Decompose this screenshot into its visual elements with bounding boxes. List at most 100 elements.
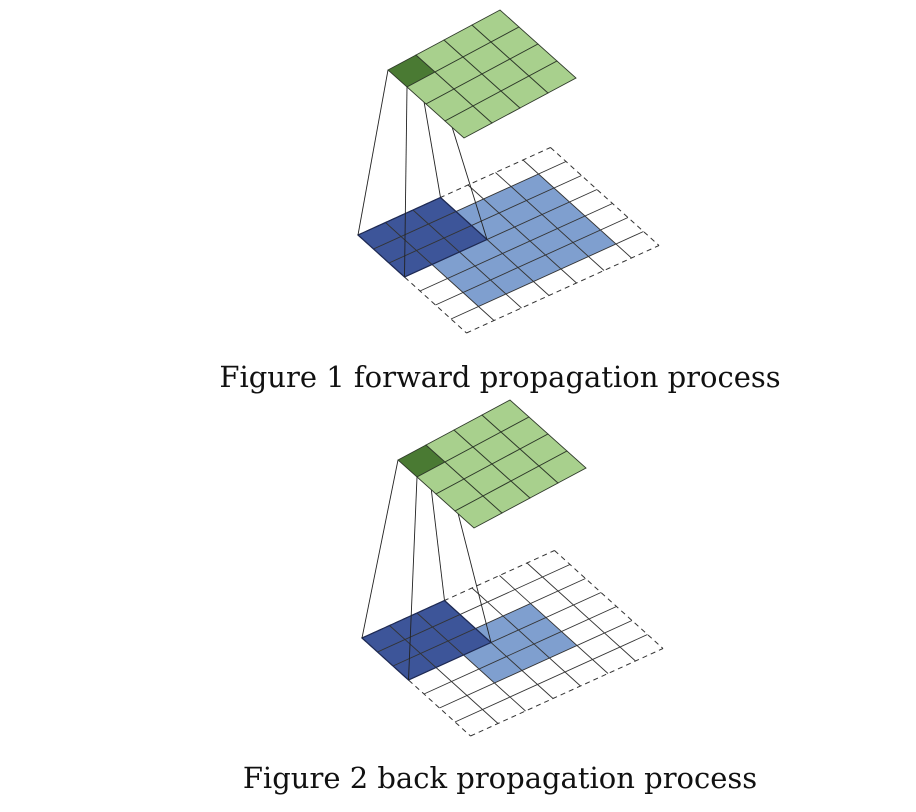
padding-cell — [561, 256, 604, 283]
padding-cell — [408, 667, 452, 694]
padding-cell — [472, 575, 515, 602]
grid-line — [499, 575, 609, 674]
padding-cell — [616, 231, 659, 258]
input-cell — [503, 603, 546, 630]
padding-cell — [494, 670, 538, 697]
input-cell — [490, 267, 534, 294]
input-cell — [491, 630, 534, 657]
output-grid — [397, 399, 587, 529]
grid-line — [471, 587, 581, 687]
padding-cell — [404, 264, 448, 291]
kernel-cell — [389, 250, 432, 277]
input-cell — [456, 199, 499, 226]
output-cell — [528, 60, 577, 94]
padding-cell — [510, 684, 553, 711]
grid-line — [554, 550, 664, 649]
projection-line — [408, 476, 418, 681]
padding-cell — [527, 550, 570, 577]
padding-cell — [478, 294, 522, 321]
input-cell — [573, 230, 616, 257]
grid-line — [361, 637, 471, 737]
padding-cell — [460, 602, 503, 629]
input-cell — [479, 656, 522, 683]
kernel-cell — [393, 653, 436, 680]
input-cell — [526, 188, 570, 215]
kernel-cell — [444, 225, 487, 252]
grid-line — [373, 161, 567, 250]
padding-cell — [451, 669, 495, 696]
padding-cell — [515, 577, 558, 604]
padding-cell — [554, 175, 597, 202]
grid-line — [522, 159, 632, 259]
padding-cell — [565, 659, 608, 686]
input-cell — [475, 253, 518, 280]
kernel-cell — [417, 600, 460, 627]
grid-line — [377, 564, 571, 653]
padding-cell — [522, 658, 565, 685]
padding-cell — [440, 185, 484, 212]
grid-line — [526, 562, 636, 662]
input-cell — [432, 252, 475, 279]
input-cell — [557, 216, 601, 243]
padding-cell — [533, 269, 577, 296]
kernel-cell — [420, 641, 464, 668]
padding-cell — [444, 588, 488, 615]
input-cell — [514, 214, 558, 241]
kernel-cell — [428, 211, 472, 238]
input-cell — [502, 241, 546, 268]
padding-cell — [589, 606, 632, 633]
kernel-cell — [405, 627, 448, 654]
grid-line — [357, 234, 467, 334]
padding-cell — [537, 672, 581, 699]
padding-cell — [467, 683, 510, 710]
grid-line — [388, 175, 582, 264]
padding-cell — [542, 564, 586, 591]
grid-line — [423, 606, 617, 695]
padding-cell — [546, 605, 589, 632]
grid-line — [435, 217, 629, 306]
projection-line — [357, 69, 389, 236]
padding-cell — [482, 697, 526, 724]
projection-line — [404, 86, 408, 278]
input-cell — [483, 186, 527, 213]
projection-line — [361, 459, 399, 639]
padding-cell — [455, 709, 498, 736]
input-cell — [511, 174, 554, 201]
padding-cell — [577, 633, 620, 660]
kernel-cell — [373, 236, 417, 263]
grid-line — [450, 231, 644, 320]
padding-cell — [620, 634, 663, 661]
padding-cell — [569, 189, 613, 216]
kernel-cell — [385, 210, 429, 237]
input-cell — [534, 631, 577, 658]
grid-line — [385, 222, 495, 321]
padding-cell — [561, 619, 605, 646]
padding-cell — [424, 681, 467, 708]
padding-cell — [585, 203, 628, 230]
grid-line — [412, 209, 522, 309]
input-cell — [530, 228, 573, 255]
padding-cell — [538, 161, 582, 188]
padding-cell — [420, 278, 463, 305]
kernel-cell — [358, 222, 401, 249]
grid-line — [454, 634, 648, 723]
input-cell — [459, 239, 503, 266]
input-cell — [542, 202, 585, 229]
padding-cell — [439, 695, 483, 722]
input-cell — [463, 280, 506, 307]
padding-cell — [604, 620, 648, 647]
padding-cell — [558, 578, 601, 605]
input-cell — [475, 616, 519, 643]
figure-2-diagram — [360, 399, 664, 737]
output-grid — [387, 9, 577, 139]
figure-1-diagram — [356, 9, 660, 334]
input-cell — [487, 227, 530, 254]
grid-line — [550, 147, 660, 246]
padding-cell — [523, 147, 566, 174]
padding-cell — [435, 292, 479, 319]
kernel-cell — [401, 224, 444, 251]
figure-2-caption: Figure 2 back propagation process — [242, 761, 758, 795]
kernel-cell — [448, 628, 491, 655]
input-cell — [545, 242, 589, 269]
